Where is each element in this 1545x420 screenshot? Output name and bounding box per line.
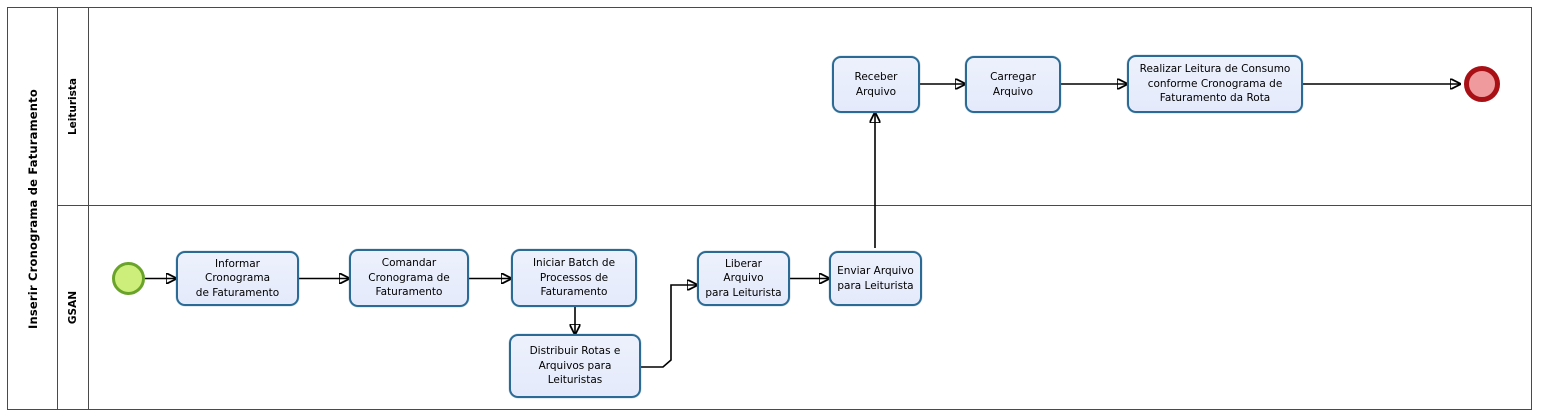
lane-label-column-leiturista: Leiturista <box>58 8 89 205</box>
task-liberar-arquivo[interactable]: Liberar Arquivo para Leiturista <box>697 251 790 306</box>
task-enviar-arquivo[interactable]: Enviar Arquivo para Leiturista <box>829 251 922 306</box>
start-event[interactable] <box>112 262 145 295</box>
task-informar-cronograma[interactable]: Informar Cronograma de Faturamento <box>176 251 299 306</box>
task-distribuir-rotas-arquivos[interactable]: Distribuir Rotas e Arquivos para Leituri… <box>509 334 641 398</box>
pool-title: Inserir Cronograma de Faturamento <box>25 88 40 329</box>
pool-title-column: Inserir Cronograma de Faturamento <box>8 8 58 409</box>
pool-inserir-cronograma-de-faturamento: Inserir Cronograma de Faturamento Leitur… <box>7 7 1532 410</box>
task-iniciar-batch[interactable]: Iniciar Batch de Processos de Faturament… <box>511 249 637 307</box>
lane-gsan: GSAN <box>58 206 1532 410</box>
lane-body-gsan <box>89 206 1532 410</box>
end-event[interactable] <box>1464 66 1500 102</box>
lane-leiturista: Leiturista <box>58 8 1532 206</box>
lane-label-gsan: GSAN <box>67 291 79 325</box>
task-receber-arquivo[interactable]: Receber Arquivo <box>832 56 920 113</box>
task-comandar-cronograma[interactable]: Comandar Cronograma de Faturamento <box>349 249 469 307</box>
lane-body-leiturista <box>89 8 1532 205</box>
lane-label-leiturista: Leiturista <box>67 77 79 136</box>
task-realizar-leitura-de-consumo[interactable]: Realizar Leitura de Consumo conforme Cro… <box>1127 55 1303 113</box>
task-carregar-arquivo[interactable]: Carregar Arquivo <box>965 56 1061 113</box>
lane-label-column-gsan: GSAN <box>58 206 89 410</box>
